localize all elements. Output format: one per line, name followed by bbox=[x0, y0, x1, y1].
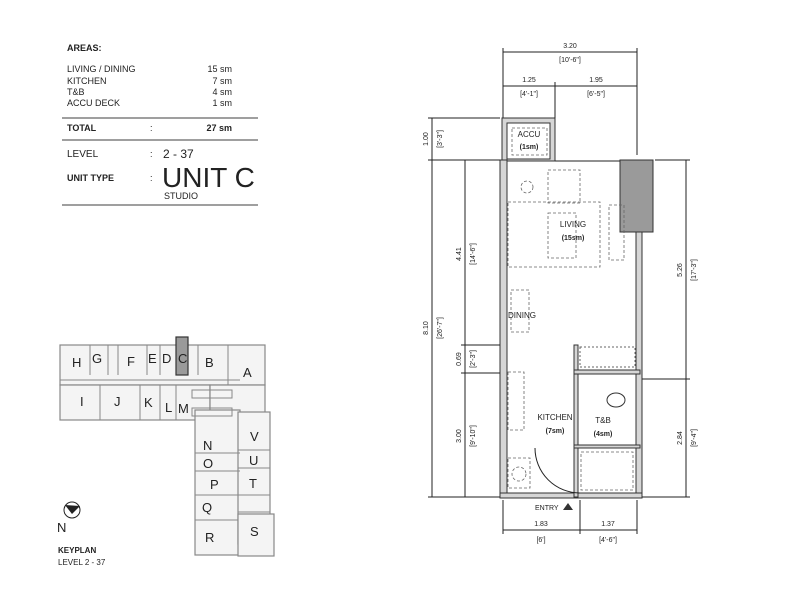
keyplan-unit-label: R bbox=[205, 530, 214, 545]
dim-kitchen-depth: 3.00 bbox=[456, 429, 463, 443]
keyplan-unit-label: V bbox=[250, 429, 259, 444]
keyplan-level: LEVEL 2 - 37 bbox=[58, 558, 106, 567]
north-arrow-icon bbox=[63, 501, 81, 519]
dim-total-width-ft: [10'-6"] bbox=[559, 57, 581, 64]
room-label-kitchen: KITCHEN bbox=[537, 413, 572, 422]
dim-total-depth: 8.10 bbox=[423, 321, 430, 335]
level-value: 2 - 37 bbox=[163, 147, 194, 161]
dim-bottom2: 1.37 bbox=[601, 521, 615, 528]
total-label: TOTAL bbox=[67, 123, 97, 133]
keyplan-unit-label: U bbox=[249, 453, 258, 468]
area-label: ACCU DECK bbox=[67, 98, 120, 108]
keyplan-unit-label: M bbox=[178, 401, 189, 416]
keyplan-unit-label: C bbox=[178, 351, 187, 366]
dim-bottom1-ft: [6'] bbox=[536, 537, 545, 544]
dim-mid-depth: 0.69 bbox=[456, 352, 463, 366]
room-label-dining: DINING bbox=[508, 311, 536, 320]
unit-type-label: UNIT TYPE bbox=[67, 173, 114, 183]
keyplan-unit-label: A bbox=[243, 365, 252, 380]
dim-living-depth-ft: [14'-6"] bbox=[470, 243, 477, 265]
keyplan-unit-label: J bbox=[114, 394, 121, 409]
keyplan-unit-label: B bbox=[205, 355, 214, 370]
keyplan-unit-label: D bbox=[162, 351, 171, 366]
room-area-living: (15sm) bbox=[562, 235, 585, 242]
dim-bottom1: 1.83 bbox=[534, 521, 548, 528]
dim-accu-depth: 1.00 bbox=[423, 132, 430, 146]
keyplan-title: KEYPLAN bbox=[58, 546, 96, 555]
colon: : bbox=[150, 123, 153, 133]
dim-right-upper-ft: [17'-3"] bbox=[691, 259, 698, 281]
area-value: 1 sm bbox=[212, 98, 232, 108]
dim-total-width: 3.20 bbox=[563, 43, 577, 50]
dim-w1-ft: [4'-1"] bbox=[520, 91, 538, 98]
total-value: 27 sm bbox=[206, 123, 232, 133]
dim-accu-depth-ft: [3'-3"] bbox=[437, 130, 444, 148]
dim-right-lower-ft: [9'-4"] bbox=[691, 429, 698, 447]
dim-right-lower: 2.84 bbox=[677, 431, 684, 445]
dim-w2: 1.95 bbox=[589, 77, 603, 84]
left-wall bbox=[499, 159, 508, 498]
keyplan-unit-label: Q bbox=[202, 500, 212, 515]
room-area-tb: (4sm) bbox=[594, 431, 613, 438]
keyplan-unit-label: K bbox=[144, 395, 153, 410]
keyplan-unit-label: S bbox=[250, 524, 259, 539]
dim-kitchen-depth-ft: [9'-10"] bbox=[470, 425, 477, 447]
area-value: 15 sm bbox=[207, 64, 232, 74]
area-label: KITCHEN bbox=[67, 76, 107, 86]
room-label-accu: ACCU bbox=[518, 130, 541, 139]
dim-right-upper: 5.26 bbox=[677, 263, 684, 277]
level-label: LEVEL bbox=[67, 149, 99, 160]
keyplan-unit-label: N bbox=[203, 438, 212, 453]
right-wall bbox=[635, 231, 643, 498]
colon: : bbox=[150, 173, 153, 183]
dim-w2-ft: [6'-5"] bbox=[587, 91, 605, 98]
room-area-accu: (1sm) bbox=[520, 144, 539, 151]
area-value: 4 sm bbox=[212, 87, 232, 97]
dim-living-depth: 4.41 bbox=[456, 247, 463, 261]
dim-bottom2-ft: [4'-6"] bbox=[599, 537, 617, 544]
room-label-living: LIVING bbox=[560, 220, 586, 229]
north-label: N bbox=[57, 520, 66, 535]
keyplan-unit-label: I bbox=[80, 394, 84, 409]
dim-mid-depth-ft: [2'-3"] bbox=[470, 350, 477, 368]
keyplan-unit-label: H bbox=[72, 355, 81, 370]
keyplan-unit-label: L bbox=[165, 400, 172, 415]
keyplan-unit-label: F bbox=[127, 354, 135, 369]
room-label-tb: T&B bbox=[595, 416, 611, 425]
highlighted-unit-c[interactable] bbox=[175, 336, 189, 376]
floor-plan: ACCU (1sm) LIVING (15sm) DINING KITCHEN … bbox=[423, 43, 698, 544]
unit-type-value: UNIT C bbox=[162, 162, 255, 193]
areas-heading: AREAS: bbox=[67, 43, 102, 53]
keyplan-unit-label: E bbox=[148, 351, 157, 366]
areas-table: AREAS: LIVING / DINING 15 sm KITCHEN 7 s… bbox=[62, 43, 258, 206]
column bbox=[619, 159, 654, 233]
area-label: LIVING / DINING bbox=[67, 64, 136, 74]
keyplan-unit-label: G bbox=[92, 351, 102, 366]
keyplan-unit-label: P bbox=[210, 477, 219, 492]
keyplan-unit-label: T bbox=[249, 476, 257, 491]
keyplan-unit-label: O bbox=[203, 456, 213, 471]
entry-label: ENTRY bbox=[535, 505, 559, 512]
area-label: T&B bbox=[67, 87, 85, 97]
area-value: 7 sm bbox=[212, 76, 232, 86]
keyplan: H G F E D C B A I J K L M N O P Q R S T … bbox=[57, 336, 275, 567]
colon: : bbox=[150, 149, 153, 159]
room-area-kitchen: (7sm) bbox=[546, 428, 565, 435]
dim-w1: 1.25 bbox=[522, 77, 536, 84]
dim-total-depth-ft: [26'-7"] bbox=[437, 317, 444, 339]
entry-arrow-icon bbox=[563, 503, 573, 510]
unit-subtype: STUDIO bbox=[164, 191, 198, 201]
